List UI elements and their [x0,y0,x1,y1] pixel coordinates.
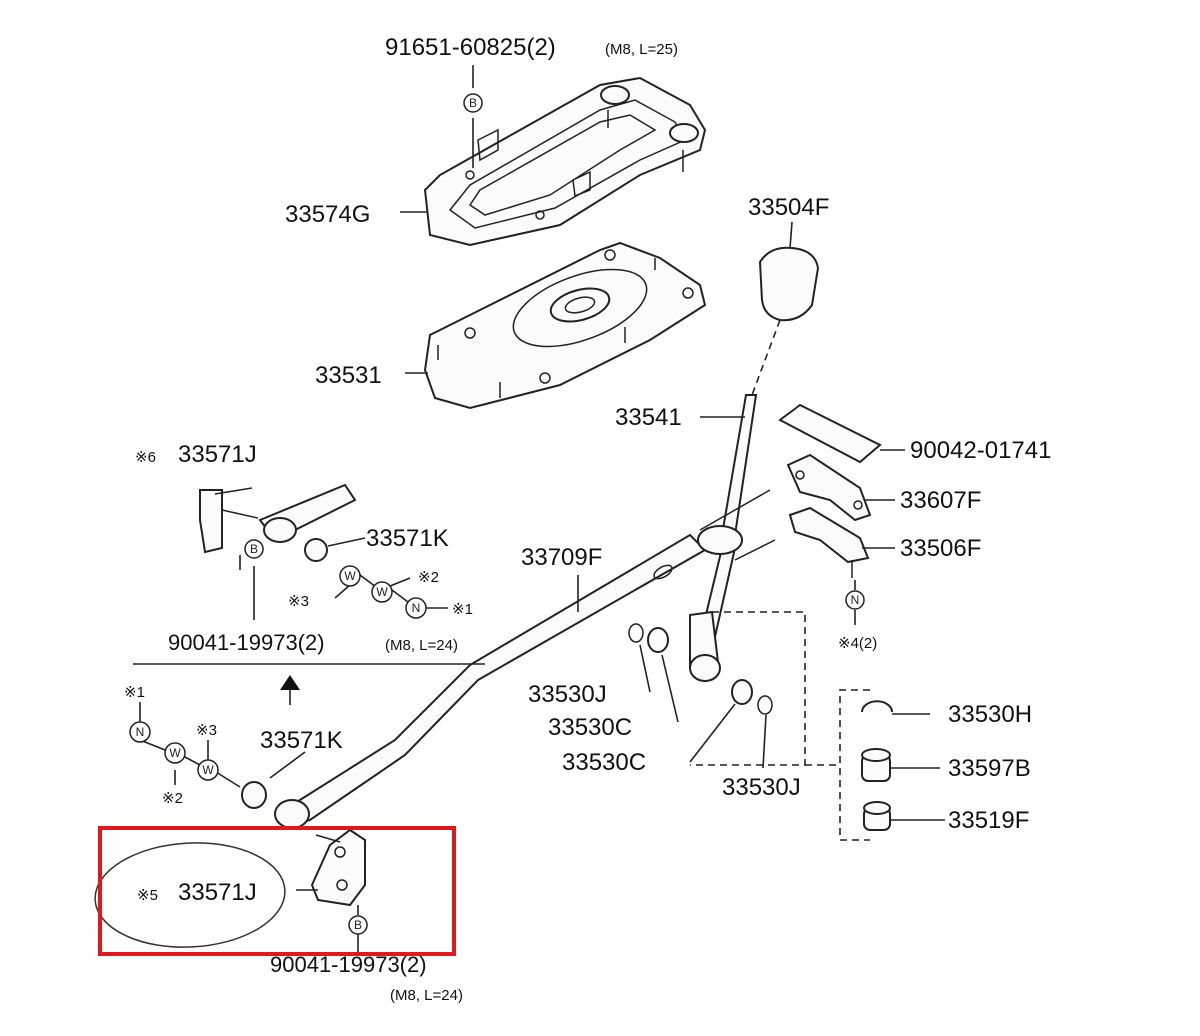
label-33571j: 33571J [178,879,257,906]
bushing-33519f [863,801,891,831]
label-left-note1: ※1 [124,684,145,701]
label-inset-note2: ※2 [418,569,439,586]
label-left-note3: ※3 [196,722,217,739]
svg-text:W: W [376,585,388,599]
bracket-33607f [786,453,872,522]
knob-to-lever-dashed-line [751,319,781,396]
label-33709f: 33709F [521,544,602,571]
callout-bolt-inset: B [244,539,264,559]
shift-rod-33709f [274,489,776,829]
label-33571k: 33571K [260,727,343,754]
callout-bolt-bottom: B [348,915,368,935]
boot-plate-33531 [423,241,707,410]
label-33531: 33531 [315,362,382,389]
label-bolt-top-spec: (M8, L=25) [605,41,678,58]
bushing-33530c-b [731,679,753,705]
label-33530h: 33530H [948,701,1032,728]
dashed-group-line [690,611,806,766]
dashed-group-right [839,689,870,841]
callout-nut-right: N [845,590,865,610]
callout-washer-left-a: W [164,742,186,764]
label-bottom-spec: (M8, L=24) [390,987,463,1004]
label-inset-note1: ※1 [452,601,473,618]
label-inset-note3: ※3 [288,593,309,610]
label-90042-01741: 90042-01741 [910,437,1051,464]
svg-text:W: W [344,569,356,583]
svg-text:B: B [354,918,362,932]
shift-knob-33504f [758,246,820,322]
label-33607f: 33607F [900,487,981,514]
svg-text:W: W [202,763,214,777]
svg-text:W: W [169,746,181,760]
washer-33530j-b [757,695,773,715]
leader-lines [139,65,945,952]
label-note5: ※5 [137,887,158,904]
cover-plate-33574g [423,76,707,247]
bushing-33571k [241,781,267,809]
label-91651-60825: 91651-60825(2) [385,34,556,61]
callout-washer-inset-a: W [339,565,361,587]
label-inset-90041: 90041-19973(2) [168,630,325,655]
label-33541: 33541 [615,404,682,431]
svg-text:N: N [851,593,860,607]
washer-33530j-a [628,623,644,643]
bracket-33506f [788,506,870,578]
label-33530j-b: 33530J [722,774,801,801]
label-note4: ※4(2) [838,635,877,652]
label-inset-33571j: 33571J [178,441,257,468]
label-33530c-a: 33530C [548,714,632,741]
clip-33530h [861,700,893,713]
callout-nut-left: N [129,721,151,743]
label-33506f: 33506F [900,535,981,562]
shift-lever-33541 [689,394,758,682]
callout-washer-left-b: W [197,759,219,781]
label-33519f: 33519F [948,807,1029,834]
label-90041-19973-bottom: 90041-19973(2) [270,952,427,977]
inset-detail [133,483,485,705]
pad-90042-01741 [778,403,882,464]
bushing-33530c-a [647,627,669,653]
svg-text:B: B [250,542,258,556]
label-left-note2: ※2 [162,790,183,807]
label-inset-note6: ※6 [135,449,156,466]
up-arrow-icon [280,675,300,690]
label-33597b: 33597B [948,755,1031,782]
label-33530c-b: 33530C [562,749,646,776]
bushing-33597b [861,748,891,782]
label-33504f: 33504F [748,194,829,221]
label-33530j-a: 33530J [528,681,607,708]
bracket-33571j [310,828,366,907]
hand-drawn-oval [94,842,286,948]
label-inset-spec: (M8, L=24) [385,637,458,654]
highlight-box [98,826,456,956]
svg-text:B: B [469,96,477,110]
label-inset-33571k: 33571K [366,525,449,552]
callout-nut-inset: N [405,597,427,619]
svg-text:N: N [136,725,145,739]
svg-text:N: N [412,601,421,615]
label-33574g: 33574G [285,201,370,228]
callout-washer-inset-b: W [371,581,393,603]
callout-bolt-top: B [463,93,483,113]
